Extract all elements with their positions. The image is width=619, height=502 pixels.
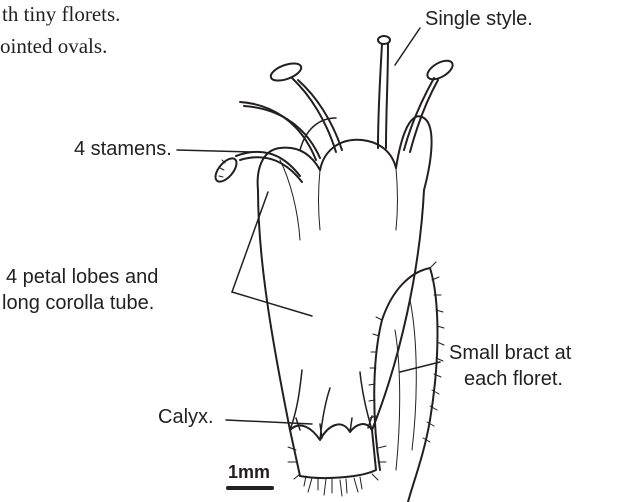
- bract: [369, 262, 444, 502]
- leader-lines: [177, 28, 440, 424]
- leader-petal-lobe: [232, 192, 268, 292]
- scale-bar-label: 1mm: [228, 462, 270, 483]
- corolla-tube: [258, 190, 424, 440]
- style: [378, 36, 390, 148]
- label-single-style: Single style.: [425, 6, 533, 33]
- leader-stamens: [177, 150, 252, 152]
- label-bract-line-2: each floret.: [464, 366, 563, 393]
- petal-lobes: [258, 116, 432, 240]
- leader-bract: [400, 362, 440, 372]
- leader-calyx: [226, 420, 312, 424]
- stamens: [212, 57, 456, 185]
- label-calyx: Calyx.: [158, 404, 214, 431]
- label-petal-lobes-line-1: 4 petal lobes and: [6, 264, 158, 291]
- leader-corolla-tube: [232, 292, 312, 316]
- label-bract-line-1: Small bract at: [449, 340, 571, 367]
- label-petal-lobes-line-2: long corolla tube.: [2, 290, 154, 317]
- label-stamens: 4 stamens.: [74, 136, 172, 163]
- leader-single-style: [395, 28, 420, 65]
